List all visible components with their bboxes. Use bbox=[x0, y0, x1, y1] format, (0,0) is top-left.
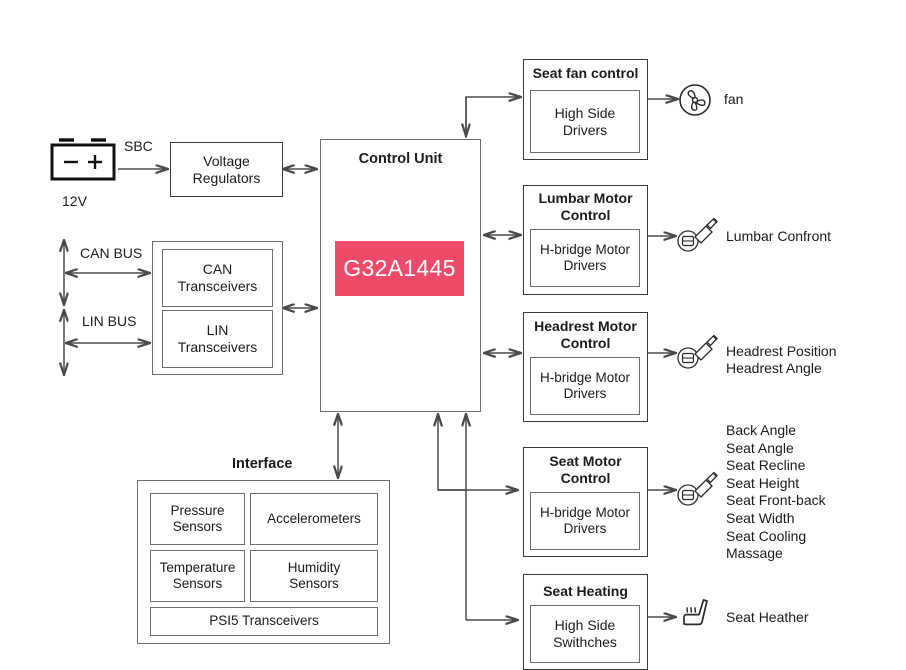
seat-motor-actuator-label: Back Angle Seat Angle Seat Recline Seat … bbox=[726, 422, 826, 562]
interface-title: Interface bbox=[232, 456, 293, 472]
fan-actuator-label: fan bbox=[724, 91, 744, 107]
humidity-sensors-block[interactable] bbox=[250, 550, 378, 602]
psi5-transceivers-label: PSI5 Transceivers bbox=[209, 613, 319, 629]
lin-transceivers-label: LIN Transceivers bbox=[177, 322, 258, 355]
can-transceivers-label: CAN Transceivers bbox=[177, 261, 258, 294]
lumbar-motor-control-title: Lumbar Motor Control bbox=[538, 190, 633, 223]
seat-motor-control-title: Seat Motor Control bbox=[549, 453, 622, 486]
headrest-motor-control-title: Headrest Motor Control bbox=[534, 318, 637, 351]
seat-fan-control-title: Seat fan control bbox=[532, 65, 639, 81]
seat-motor-driver-block[interactable] bbox=[530, 492, 640, 550]
seat-heating-title: Seat Heating bbox=[543, 583, 628, 599]
seat-fan-driver-block[interactable] bbox=[530, 90, 640, 153]
headrest-actuator-label: Headrest Position Headrest Angle bbox=[726, 343, 837, 376]
can-bus-label: CAN BUS bbox=[80, 245, 143, 261]
humidity-sensors-label: Humidity Sensors bbox=[287, 559, 341, 591]
seat-heating-driver-label: High Side Swithches bbox=[553, 617, 617, 650]
lumbar-actuator-label: Lumbar Confront bbox=[726, 228, 832, 244]
seat-fan-driver-label: High Side Drivers bbox=[554, 104, 616, 138]
lumbar-driver-label: H-bridge Motor Drivers bbox=[539, 241, 631, 273]
psi5-transceivers-block[interactable] bbox=[150, 607, 378, 636]
seat-heater-actuator-label: Seat Heather bbox=[726, 609, 809, 625]
chip-badge[interactable]: G32A1445 bbox=[335, 241, 464, 296]
pressure-sensors-block[interactable] bbox=[150, 493, 245, 545]
seat-motor-driver-label: H-bridge Motor Drivers bbox=[539, 504, 631, 536]
pressure-sensors-label: Pressure Sensors bbox=[170, 502, 225, 534]
lumbar-driver-block[interactable] bbox=[530, 229, 640, 287]
motor-icon bbox=[677, 334, 718, 369]
battery-icon bbox=[50, 138, 116, 181]
seat-heating-driver-block[interactable] bbox=[530, 605, 640, 663]
battery-voltage-label: 12V bbox=[62, 193, 87, 209]
accelerometers-label: Accelerometers bbox=[267, 510, 361, 526]
temperature-sensors-block[interactable] bbox=[150, 550, 245, 602]
fan-icon bbox=[679, 84, 711, 116]
temperature-sensors-label: Temperature Sensors bbox=[159, 559, 236, 591]
voltage-regulators-label: Voltage Regulators bbox=[192, 152, 261, 186]
accelerometers-block[interactable] bbox=[250, 493, 378, 545]
motor-icon bbox=[677, 217, 718, 252]
sbc-label: SBC bbox=[124, 138, 153, 154]
headrest-driver-label: H-bridge Motor Drivers bbox=[539, 369, 631, 401]
motor-icon bbox=[677, 471, 718, 506]
headrest-driver-block[interactable] bbox=[530, 357, 640, 415]
voltage-regulators-block[interactable] bbox=[170, 142, 283, 197]
lin-transceivers-block[interactable] bbox=[162, 310, 273, 368]
seat-heater-icon bbox=[683, 599, 708, 626]
lin-bus-label: LIN BUS bbox=[82, 313, 137, 329]
can-transceivers-block[interactable] bbox=[162, 249, 273, 307]
control-unit-title: Control Unit bbox=[358, 151, 443, 167]
